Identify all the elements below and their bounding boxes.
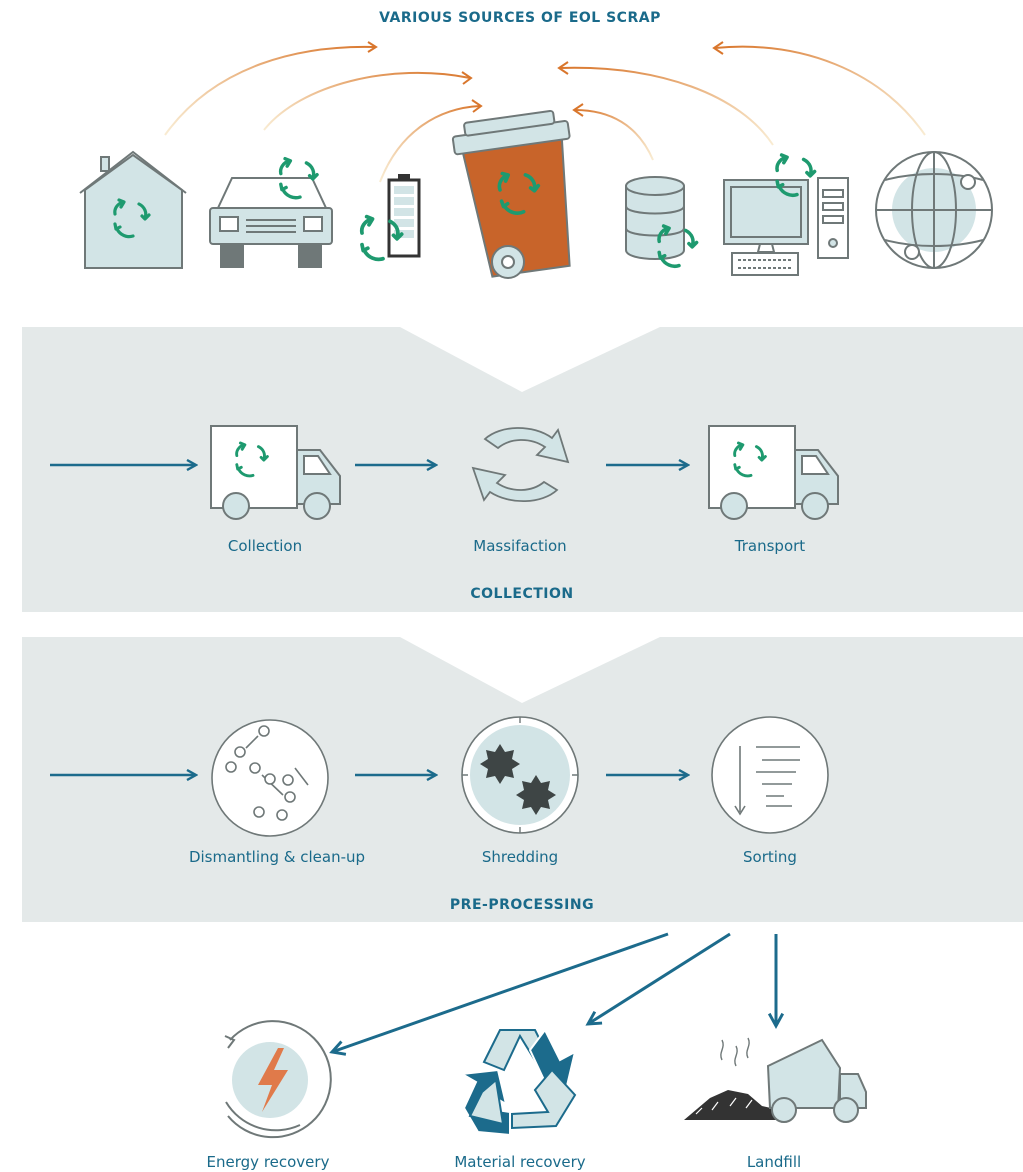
- house-icon: [79, 150, 187, 269]
- collection-truck-icon: [210, 425, 341, 520]
- shredding-gears-icon: [461, 716, 579, 834]
- collection-panel: [22, 327, 1023, 612]
- source-arcs: [164, 41, 926, 183]
- collection-title: COLLECTION: [470, 586, 573, 602]
- battery-icon: [359, 174, 421, 262]
- collection-step-label: Collection: [228, 537, 302, 555]
- car-icon: [209, 156, 333, 268]
- material-recovery-label: Material recovery: [454, 1153, 585, 1171]
- transport-truck-icon: [708, 425, 839, 520]
- sorting-step-label: Sorting: [743, 848, 797, 866]
- arc-head-1: [367, 41, 378, 53]
- massifaction-step-label: Massifaction: [473, 537, 566, 555]
- preprocessing-title: PRE-PROCESSING: [450, 897, 594, 913]
- arc-head-3: [471, 99, 483, 113]
- arc-car: [263, 72, 471, 131]
- massifaction-cycle-icon: [471, 427, 570, 503]
- landfill-label: Landfill: [747, 1153, 801, 1171]
- material-recovery-recycle-icon: [458, 1028, 577, 1137]
- dismantling-parts-icon: [211, 719, 329, 837]
- globe-icon: [875, 151, 993, 269]
- arc-globe: [714, 45, 926, 136]
- arc-database: [574, 109, 654, 161]
- arc-computer: [559, 66, 774, 146]
- energy-recovery-icon: [224, 1020, 332, 1139]
- database-icon: [625, 176, 699, 269]
- energy-recovery-label: Energy recovery: [207, 1153, 330, 1171]
- arc-head-4: [572, 103, 584, 117]
- sorting-lines-icon: [711, 716, 829, 834]
- wheelie-bin-icon: [451, 109, 571, 279]
- sources-title: VARIOUS SOURCES OF EOL SCRAP: [379, 10, 661, 26]
- shredding-step-label: Shredding: [482, 848, 558, 866]
- arc-head-6: [712, 41, 724, 55]
- computer-icon: [723, 153, 849, 276]
- arc-battery: [379, 105, 481, 183]
- arc-head-5: [557, 61, 569, 75]
- arc-head-2: [461, 71, 473, 85]
- arc-house: [164, 45, 376, 136]
- outcome-arrows: [329, 932, 785, 1056]
- dismantling-step-label: Dismantling & clean-up: [189, 848, 365, 866]
- landfill-dump-truck-icon: [684, 1037, 867, 1123]
- transport-step-label: Transport: [734, 537, 806, 555]
